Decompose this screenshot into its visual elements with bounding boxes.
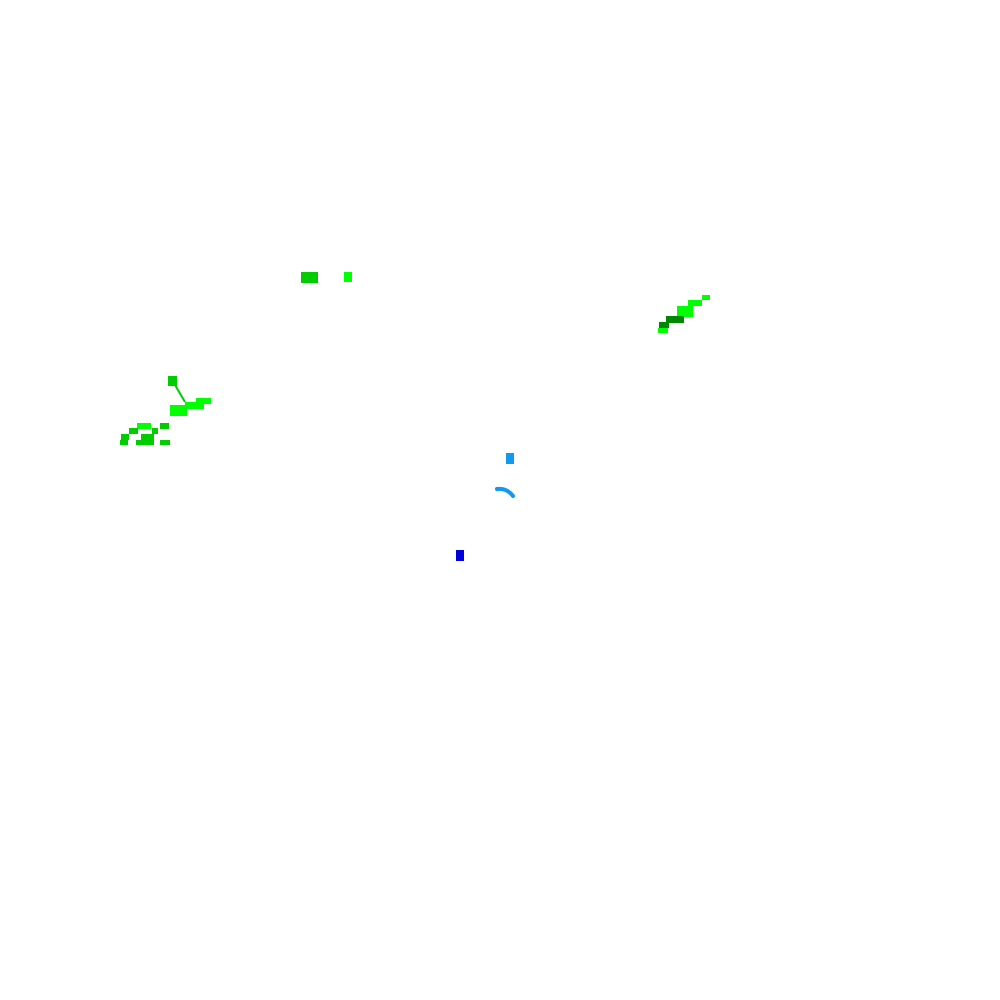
echo-cell — [344, 272, 352, 282]
echo-cell — [160, 440, 170, 445]
echo-line — [174, 384, 186, 403]
echo-cell — [196, 398, 211, 404]
echo-cell — [141, 434, 154, 440]
echo-cell — [136, 440, 154, 445]
echo-cell — [120, 440, 128, 445]
echo-cell — [160, 423, 169, 429]
echo-cell — [185, 402, 204, 409]
cell-cluster-right — [658, 295, 710, 333]
echo-cell — [129, 428, 138, 434]
echo-arc — [495, 486, 515, 498]
echo-cell — [170, 405, 187, 416]
cell-cluster-center — [456, 453, 515, 561]
echo-cell — [677, 306, 693, 317]
echo-cell — [688, 300, 702, 306]
echo-cell — [137, 423, 151, 429]
echo-cell — [666, 316, 684, 323]
echo-cell — [702, 295, 710, 300]
echo-cell — [301, 272, 318, 283]
echo-cell — [152, 428, 158, 434]
echo-cell — [658, 328, 668, 333]
echo-cell — [456, 550, 464, 561]
echo-cell — [121, 434, 129, 440]
echo-cell — [168, 376, 177, 386]
cell-cluster-top — [301, 272, 352, 283]
echo-cell — [506, 453, 514, 464]
cell-cluster-left — [120, 376, 211, 445]
echo-cell — [659, 322, 669, 328]
